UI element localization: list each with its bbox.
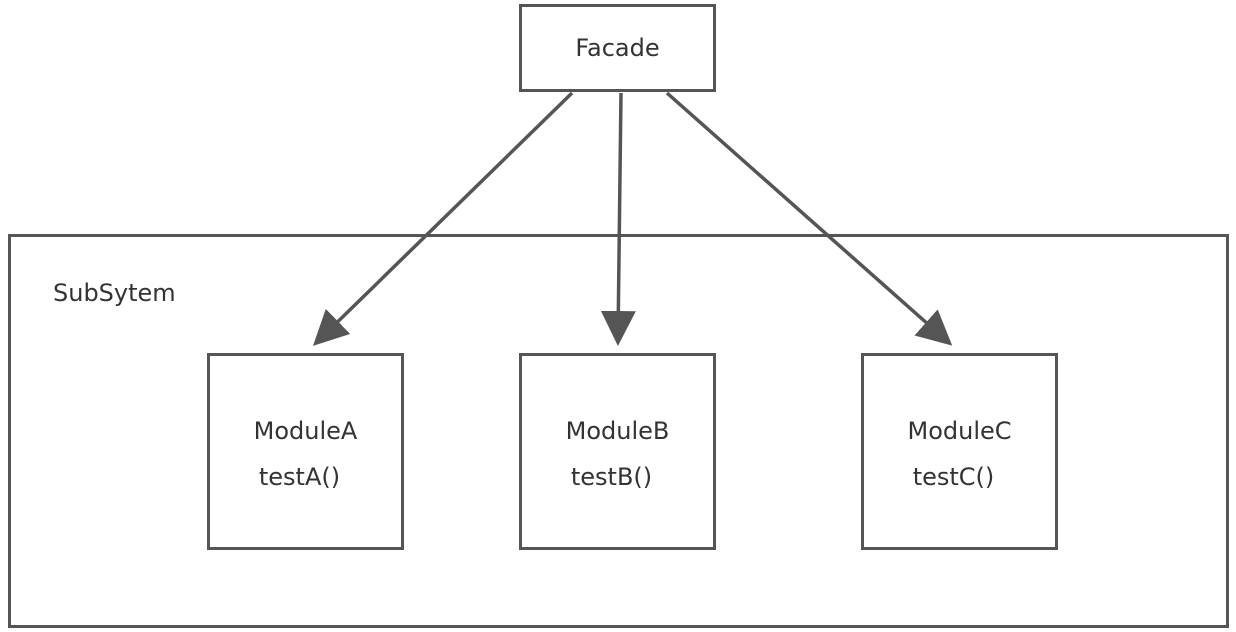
- module-c-method: testC(): [912, 463, 995, 491]
- module-b-method: testB(): [570, 463, 653, 491]
- module-a-method: testA(): [258, 463, 341, 491]
- subsystem-label: SubSytem: [53, 279, 176, 307]
- facade-box: Facade: [519, 4, 716, 92]
- module-a-name: ModuleA: [253, 417, 358, 445]
- module-b-box: ModuleB testB(): [519, 353, 716, 550]
- module-c-name: ModuleC: [907, 417, 1012, 445]
- module-a-box: ModuleA testA(): [207, 353, 404, 550]
- facade-label: Facade: [575, 34, 660, 62]
- module-c-box: ModuleC testC(): [861, 353, 1058, 550]
- module-b-name: ModuleB: [565, 417, 670, 445]
